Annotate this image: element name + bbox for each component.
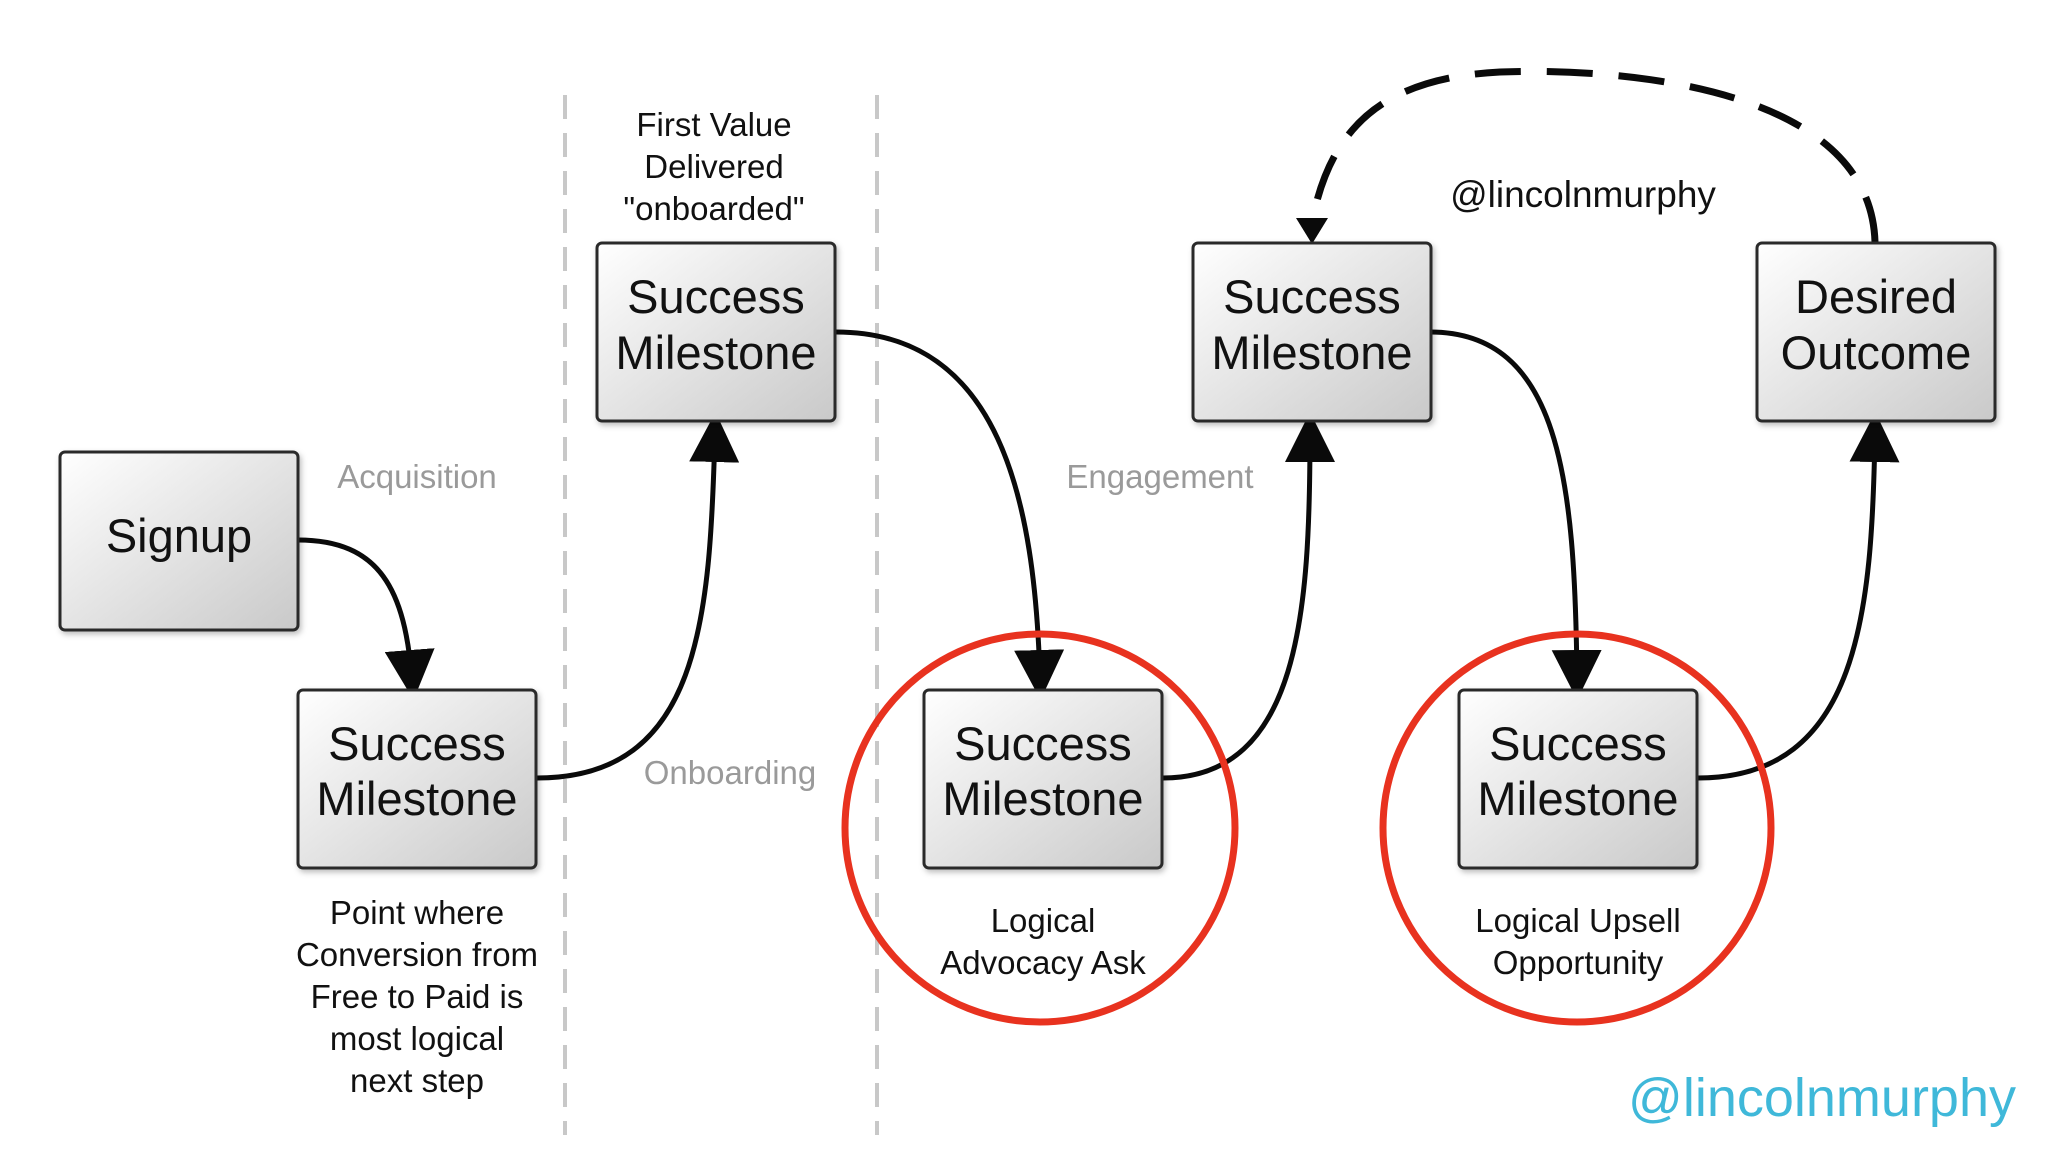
milestone-4-line-1: Success [1223, 270, 1401, 323]
note-first-value-line-2: Delivered [644, 148, 783, 185]
milestone-box-5: Success Milestone [1457, 688, 1699, 870]
arrow-milestone-5-to-desired-outcome [1695, 412, 1900, 781]
signup-box: Signup [58, 450, 300, 632]
note-conversion-line-1: Point where [330, 894, 504, 931]
note-conversion: Point where Conversion from Free to Paid… [296, 894, 538, 1099]
note-upsell-line-2: Opportunity [1493, 944, 1664, 981]
note-upsell: Logical Upsell Opportunity [1475, 902, 1680, 981]
note-conversion-line-2: Conversion from [296, 936, 538, 973]
highlight-circle-upsell [1379, 630, 1775, 1026]
note-advocacy-line-2: Advocacy Ask [940, 944, 1146, 981]
watermark-handle: @lincolnmurphy [1628, 1068, 2016, 1128]
note-advocacy: Logical Advocacy Ask [940, 902, 1146, 981]
milestone-3-line-1: Success [954, 717, 1132, 770]
milestone-1-line-2: Milestone [316, 772, 517, 825]
arrow-milestone-1-to-milestone-2 [534, 412, 740, 781]
milestone-box-1: Success Milestone [296, 688, 538, 870]
feedback-loop-arrowhead [1296, 218, 1328, 244]
milestone-box-3: Success Milestone [922, 688, 1164, 870]
signup-label: Signup [106, 509, 252, 562]
desired-outcome-box: Desired Outcome [1755, 241, 1997, 423]
note-advocacy-line-1: Logical [991, 902, 1096, 939]
note-first-value-line-1: First Value [636, 106, 791, 143]
feedback-loop-dashed-arrow [1308, 67, 1879, 243]
highlight-circle-advocacy [841, 630, 1239, 1026]
milestone-3-line-2: Milestone [942, 772, 1143, 825]
milestone-box-2: Success Milestone [595, 241, 837, 423]
note-first-value-line-3: "onboarded" [623, 190, 804, 227]
note-conversion-line-4: most logical [330, 1020, 504, 1057]
milestone-5-line-2: Milestone [1477, 772, 1678, 825]
phase-label-onboarding: Onboarding [644, 754, 816, 791]
note-conversion-line-5: next step [350, 1062, 484, 1099]
milestone-1-line-1: Success [328, 717, 506, 770]
milestone-5-line-1: Success [1489, 717, 1667, 770]
milestone-box-4: Success Milestone [1191, 241, 1433, 423]
milestone-2-line-1: Success [627, 270, 805, 323]
note-first-value: First Value Delivered "onboarded" [623, 106, 804, 227]
desired-outcome-line-2: Outcome [1781, 326, 1972, 379]
milestone-2-line-2: Milestone [615, 326, 816, 379]
milestone-4-line-2: Milestone [1211, 326, 1412, 379]
arrow-milestone-2-to-milestone-3 [833, 329, 1065, 700]
desired-outcome-line-1: Desired [1795, 270, 1957, 323]
note-conversion-line-3: Free to Paid is [311, 978, 524, 1015]
phase-label-acquisition: Acquisition [337, 458, 497, 495]
note-upsell-line-1: Logical Upsell [1475, 902, 1680, 939]
arrow-signup-to-milestone-1 [295, 537, 435, 700]
loop-handle-label: @lincolnmurphy [1450, 174, 1716, 215]
phase-label-engagement: Engagement [1066, 458, 1253, 495]
arrow-milestone-3-to-milestone-4 [1160, 412, 1335, 781]
arrow-milestone-4-to-milestone-5 [1427, 329, 1602, 700]
